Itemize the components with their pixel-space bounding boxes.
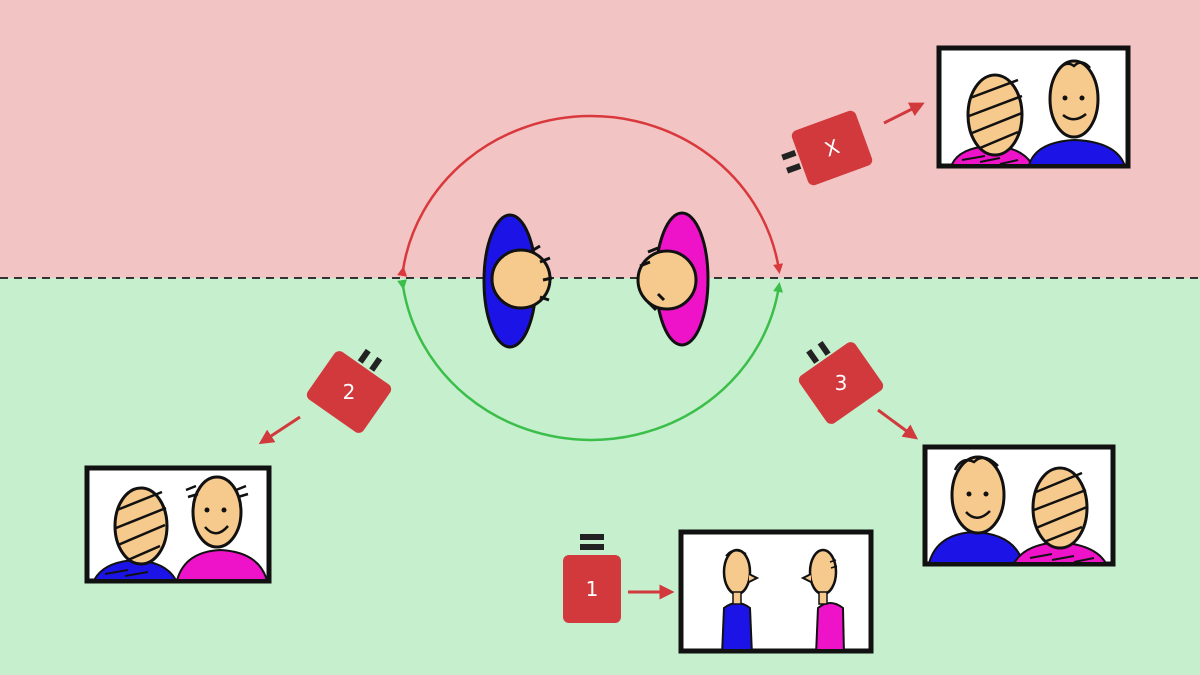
screen-x-frame [936,45,1131,169]
allowed-arc [397,279,784,442]
person-magenta-top-view [636,211,710,347]
camera-1-label: 1 [586,577,599,601]
camera-2-arrow [258,415,301,445]
forbidden-arc [397,114,784,277]
screen-2-frame [84,465,272,584]
camera-3-arrow [877,408,919,440]
camera-3-label: 3 [835,371,848,395]
camera-2: 2 [306,348,392,433]
camera-x-arrow [883,102,925,125]
screen-1-frame [678,529,874,654]
camera-3: 3 [798,340,884,424]
two-people-top-view-icon [482,211,710,349]
person-blue-top-view [482,213,553,349]
screen-3-frame [922,444,1116,567]
camera-1: 1 [563,534,621,623]
camera-2-label: 2 [343,380,356,404]
camera-x: X [781,110,873,186]
